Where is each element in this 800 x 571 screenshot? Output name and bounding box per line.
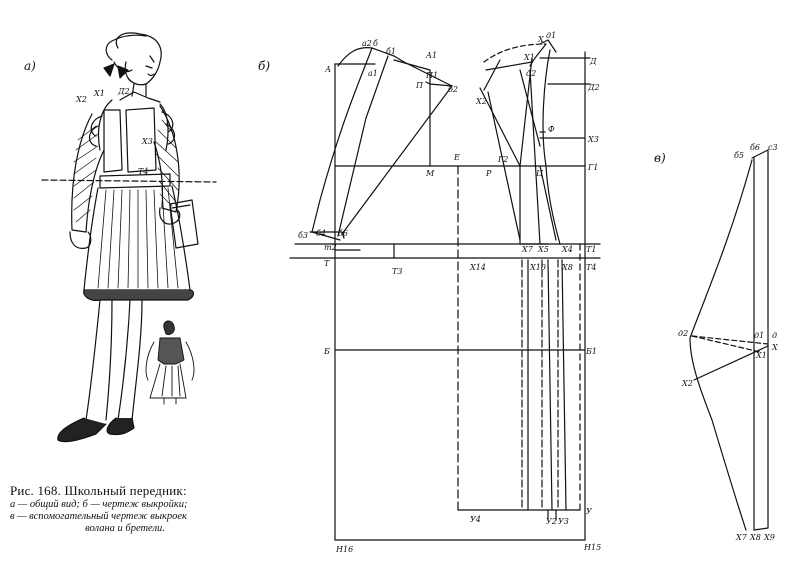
label-b-T1: Т1 [586,245,596,254]
label-a-x2: Х2 [75,95,87,104]
label-v-x8: Х8 [749,533,761,542]
label-b-b4: б4 [316,229,326,238]
label-b-y4: У4 [470,515,481,524]
label-b-T4: Т4 [586,263,596,272]
label-b-a2: а2 [362,39,372,48]
caption-line-2: в — вспомогательный чертеж выкроек [10,511,187,522]
label-b-d2: д2 [526,69,536,78]
panel-b-drawing [289,39,601,541]
label-b-b6: б6 [338,229,348,238]
label-b-T: Т [324,259,330,268]
label-b-x4: Х4 [561,245,573,254]
panel-v-label: в) [654,151,666,165]
label-v-c3: с3 [768,143,778,152]
caption-line-3: волана и бретели. [85,523,165,535]
label-b-x5: Х5 [537,245,549,254]
label-b-x10: Х10 [529,263,546,272]
label-b-F: Ф [548,125,555,134]
label-v-x9: Х9 [763,533,775,542]
label-v-x1: Х1 [755,351,767,360]
figure-caption: Рис. 168. Школьный передник: а — общий в… [10,483,240,535]
label-b-P1: П1 [425,71,438,80]
label-v-b6: б6 [750,143,760,152]
label-b-A1: А1 [425,51,437,60]
label-v-d1: д1 [754,331,764,340]
label-b-X3: Х3 [587,135,599,144]
label-a-x1: Х1 [93,89,105,98]
label-b-M: М [425,169,435,178]
label-b-G1: Г1 [587,163,598,172]
label-v-d2: д2 [678,329,688,338]
label-b-a1: а1 [368,69,378,78]
label-b-P-r: Р [485,169,492,178]
label-b-b2: б2 [448,85,458,94]
label-v-x7: Х7 [735,533,748,542]
label-b-B: Б [323,347,330,356]
label-b-x14: Х14 [469,263,486,272]
label-b-D2: Д2 [587,83,600,92]
label-b-x8: Х8 [561,263,573,272]
label-b-A: А [324,65,331,74]
label-a-t4: Т4 [138,167,148,176]
label-v-x2: Х2 [681,379,693,388]
label-v-X: Х [771,343,778,352]
label-b-t2: т2 [324,243,337,252]
panel-a-illustration [41,32,217,443]
label-v-b5: б5 [734,151,744,160]
label-b-b3: б3 [298,231,308,240]
label-b-x2: Х2 [475,97,487,106]
caption-title: Рис. 168. Школьный передник: [10,483,187,498]
label-b-B1: Б1 [585,347,597,356]
label-b-x1: Х1 [523,53,535,62]
label-b-y2: У2 [546,517,557,526]
label-b-b: б [373,39,378,48]
label-b-C: Ц [536,169,544,178]
panel-v-drawing [689,149,769,531]
label-b-y: У [586,507,593,516]
label-a-d2: Д2 [117,87,130,96]
panel-b-label: б) [258,59,270,73]
label-b-d1: д1 [546,31,556,40]
label-b-D: Д [589,57,597,66]
label-b-x: Х [537,35,544,44]
panel-a-label: а) [24,59,36,73]
label-b-x7: Х7 [521,245,534,254]
caption-line-1: а — общий вид; б — чертеж выкройки; [10,498,188,510]
label-b-P: П [415,81,424,90]
label-b-H16: Н16 [335,545,353,554]
label-a-x3: Х3 [141,137,153,146]
label-b-G2: Г2 [497,155,508,164]
label-b-y3: У3 [558,517,569,526]
label-b-H15: Н15 [583,543,601,552]
label-b-b1: б1 [386,47,396,56]
label-b-E: Е [453,153,460,162]
label-v-d: д [772,331,777,340]
label-b-T3: Т3 [392,267,402,276]
